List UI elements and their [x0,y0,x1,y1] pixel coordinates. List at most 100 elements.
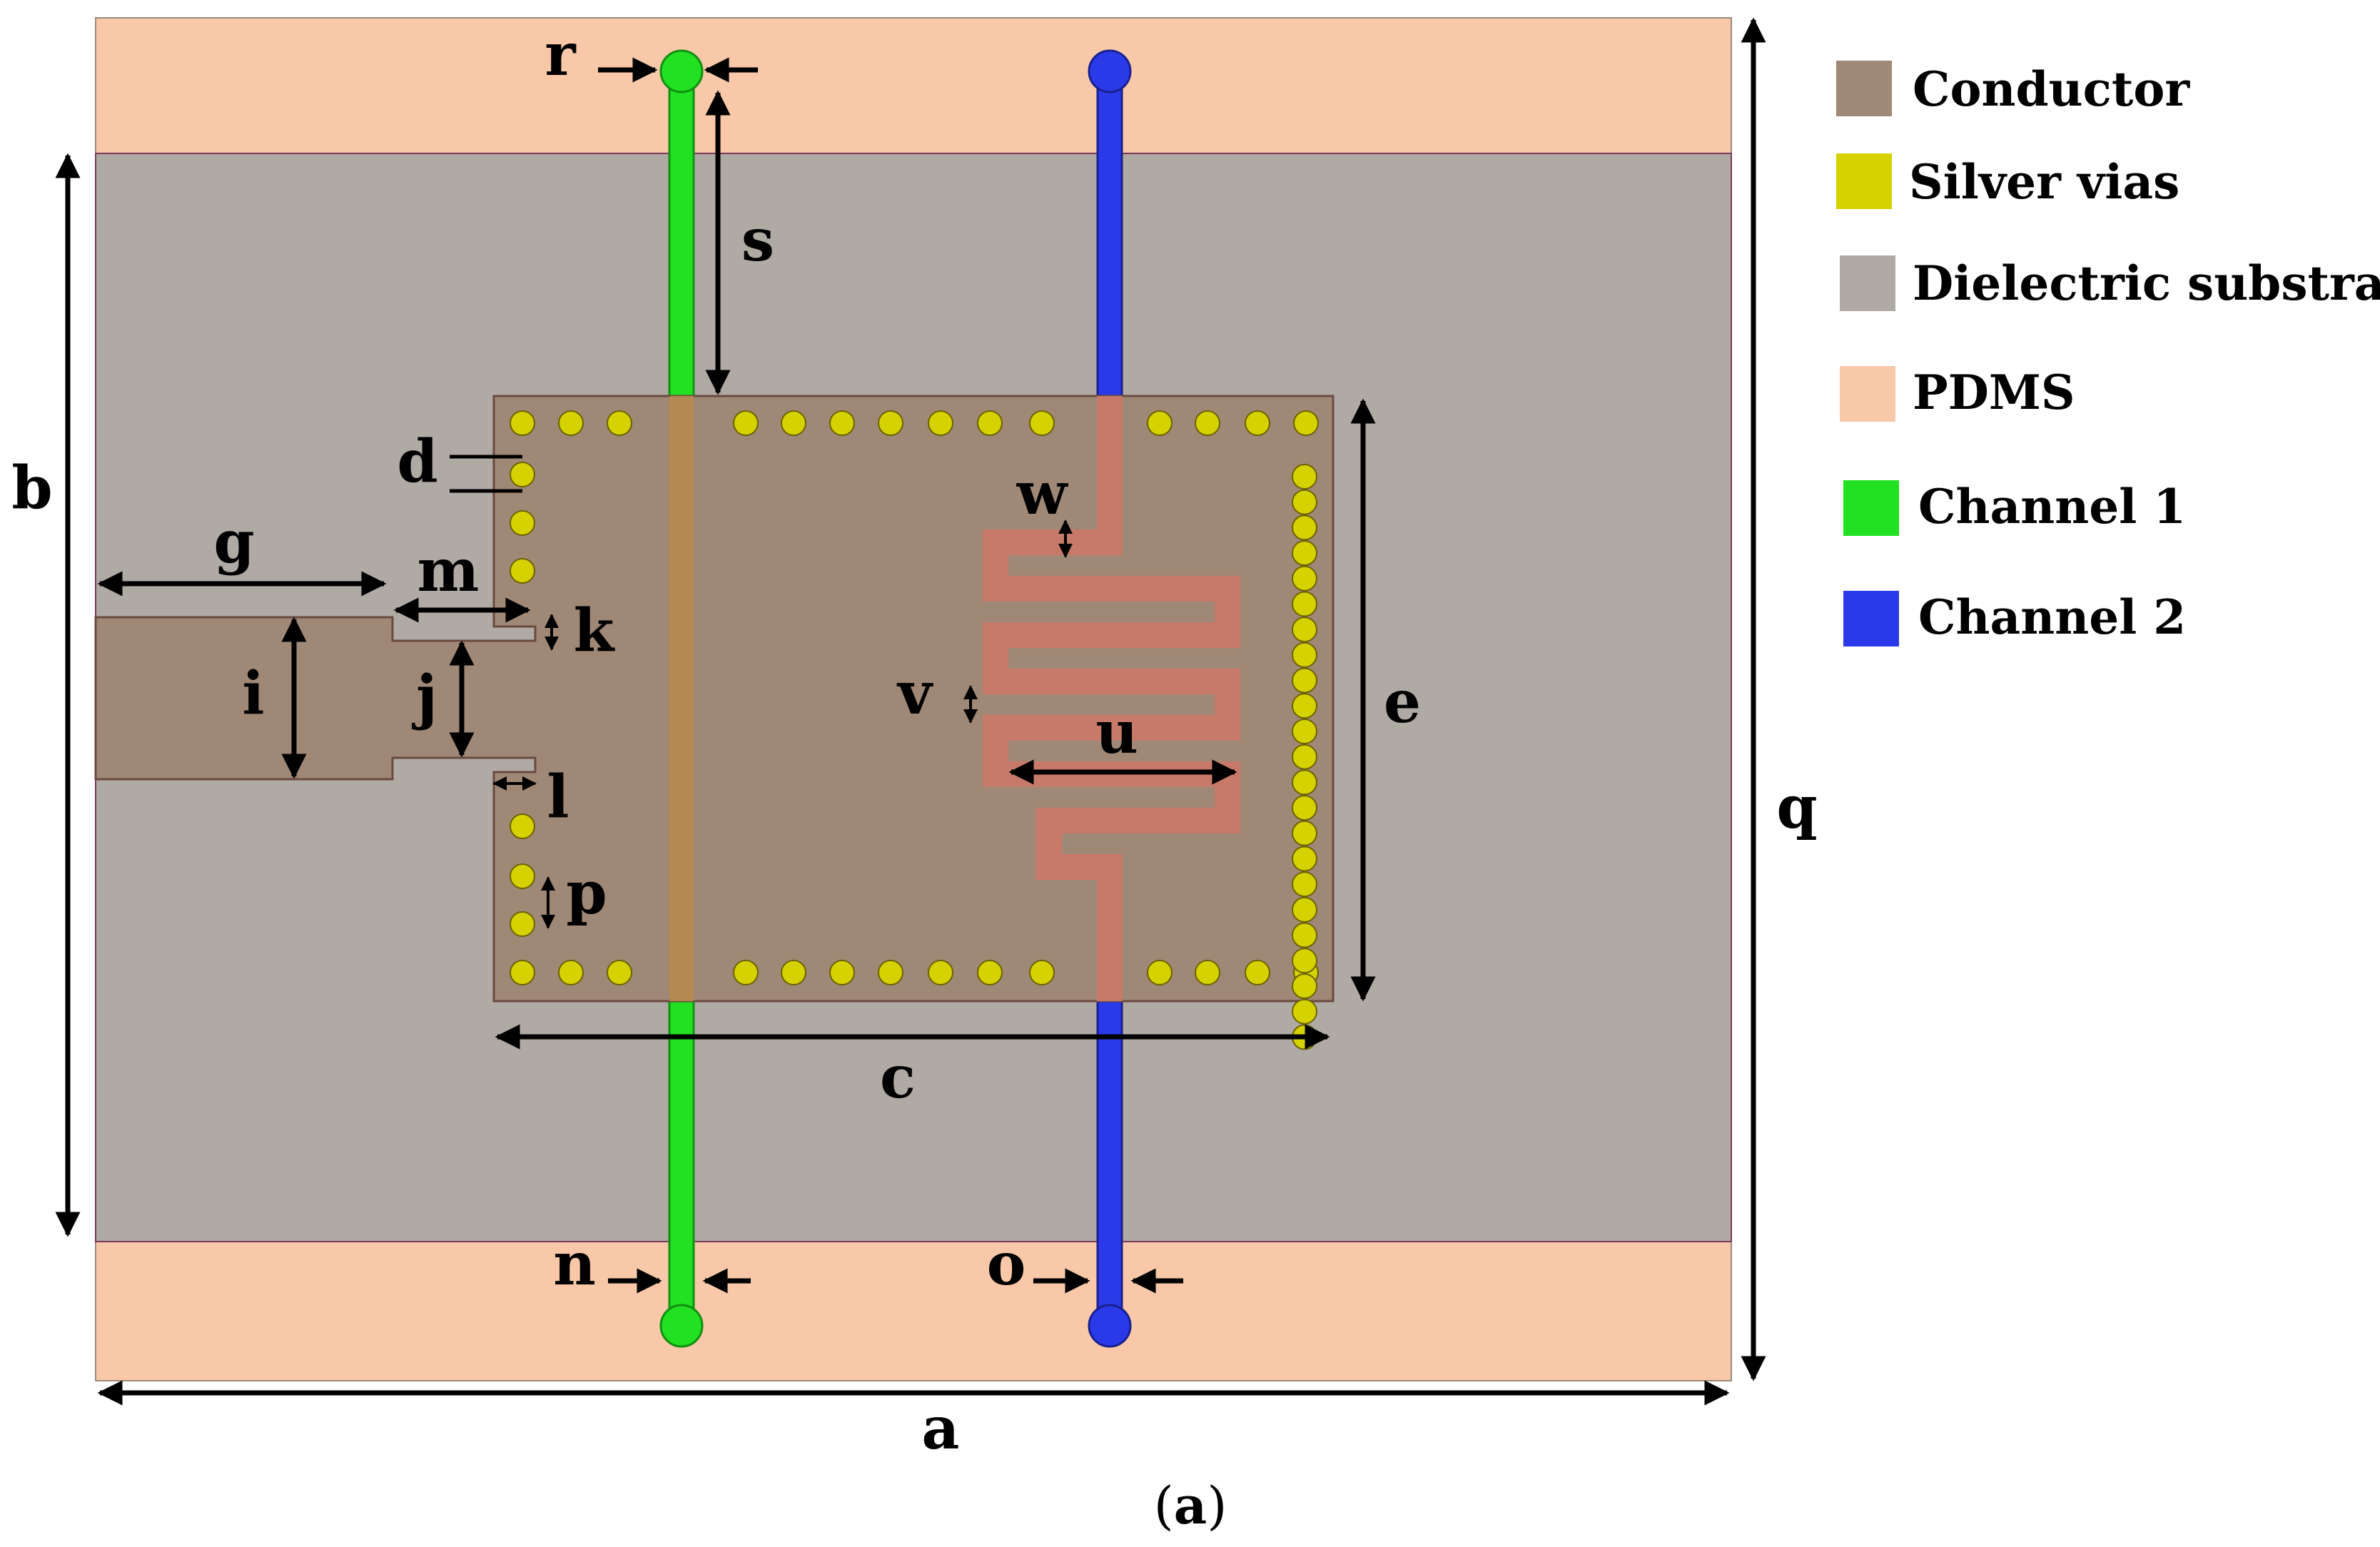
label-q: q [1776,774,1817,842]
channel-2-port-top [1088,49,1132,93]
silver-via [1195,960,1220,985]
label-i: i [242,659,264,728]
silver-via [1292,846,1317,872]
legend-label-dielectric-substrate: Dielectric substrate [1913,255,2380,311]
dimension-lines [55,17,1766,1406]
legend-swatch-conductor [1836,61,1892,116]
label-o: o [987,1230,1026,1299]
silver-via [558,410,584,436]
legend-label-channel-2: Channel 2 [1918,589,2186,645]
label-p: p [566,859,607,928]
silver-via [781,960,806,985]
silver-via [1292,617,1317,643]
silver-via [1147,410,1173,436]
silver-via [1292,973,1317,999]
silver-via [1292,998,1317,1025]
silver-via [1292,565,1317,592]
label-c: c [880,1043,916,1112]
silver-via [1292,948,1317,974]
label-u: u [1095,699,1138,767]
legend-swatch-channel-1 [1843,480,1899,536]
caption-open-paren: ( [1154,1476,1174,1536]
silver-via [607,410,632,436]
silver-via [1147,960,1173,985]
silver-via [878,410,903,436]
figure-caption: (a) [1154,1475,1227,1536]
silver-via [878,960,903,985]
silver-via [1292,514,1317,541]
silver-via [1292,769,1317,796]
silver-via [781,410,806,436]
channel-1-embedded [669,396,694,1001]
legend-swatch-dielectric-substrate [1840,255,1895,311]
silver-via [1292,896,1317,923]
silver-via [510,462,535,487]
silver-via [977,960,1003,985]
label-g: g [213,508,254,577]
legend: Conductor Silver vias Dielectric substra… [1836,61,2380,646]
silver-via [510,960,535,985]
silver-via [1292,744,1317,770]
legend-swatch-channel-2 [1843,591,1899,646]
silver-via [829,410,855,436]
silver-via [733,410,759,436]
silver-via [1292,540,1317,567]
legend-swatch-pdms [1840,366,1895,422]
label-l: l [547,763,569,831]
silver-via [1292,591,1317,617]
silver-via [928,410,953,436]
label-v: v [896,659,933,728]
label-w: w [1016,460,1069,528]
silver-via [558,960,584,985]
silver-via [829,960,855,985]
legend-label-pdms: PDMS [1913,365,2075,420]
silver-via [1292,693,1317,719]
legend-label-silver-vias: Silver vias [1909,154,2179,210]
silver-via [607,960,632,985]
caption-close-paren: ) [1207,1476,1227,1536]
silver-via [1292,795,1317,821]
silver-via [510,911,535,937]
silver-via [1245,960,1270,985]
label-e: e [1384,668,1421,736]
silver-via [510,813,535,839]
label-n: n [553,1230,596,1299]
silver-via [510,410,535,436]
silver-via [1195,410,1220,436]
legend-swatch-silver-vias [1836,153,1892,209]
label-a: a [921,1394,959,1463]
label-r: r [545,21,577,89]
label-b: b [11,454,52,522]
silver-via [1292,489,1317,515]
silver-via [1292,820,1317,846]
caption-letter: a [1174,1475,1207,1536]
label-j: j [411,663,437,731]
silver-vias [510,410,1319,1050]
meander-resonator [983,396,1240,1001]
silver-via [928,960,953,985]
silver-via [1292,871,1317,898]
silver-via [1292,719,1317,744]
label-k: k [574,597,616,665]
silver-via [1292,641,1317,668]
channel-1-port-bottom [659,1304,704,1348]
silver-via [977,410,1003,436]
legend-label-channel-1: Channel 1 [1918,479,2186,534]
silver-via [510,863,535,889]
silver-via [1292,667,1317,694]
legend-label-conductor: Conductor [1913,61,2190,117]
channel-1-port-top [659,49,704,93]
silver-via [1029,960,1055,985]
label-s: s [741,206,774,275]
silver-via [1293,410,1319,436]
silver-via [510,510,535,536]
label-m: m [417,537,480,605]
silver-via [1292,464,1317,490]
silver-via [1292,922,1317,948]
channel-2-port-bottom [1088,1304,1132,1348]
silver-via [1245,410,1270,436]
silver-via [733,960,759,985]
label-d: d [397,427,437,496]
silver-via [510,558,535,584]
silver-via [1029,410,1055,436]
